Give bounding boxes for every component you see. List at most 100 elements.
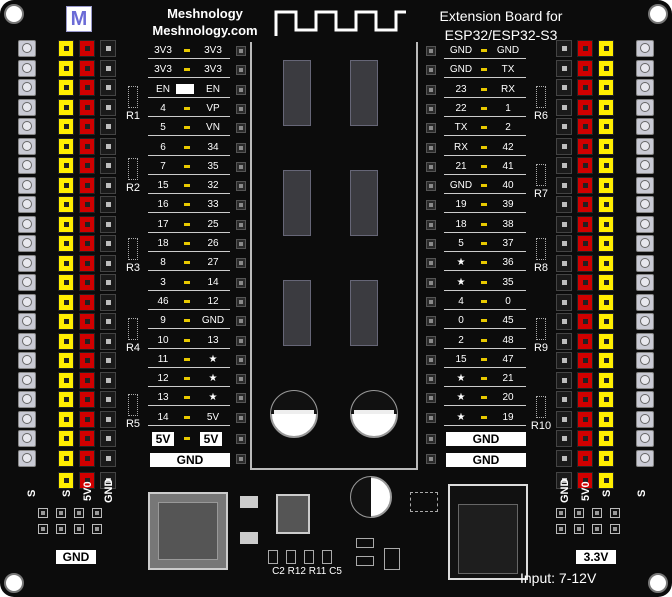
screw-terminal[interactable] — [636, 98, 654, 116]
header-pin-gnd[interactable] — [556, 352, 572, 369]
screw-terminal[interactable] — [636, 293, 654, 311]
header-pin-gnd[interactable] — [100, 449, 116, 467]
screw-terminal[interactable] — [636, 118, 654, 135]
header-pin-gnd[interactable] — [100, 391, 116, 408]
header-pin-vcc[interactable] — [79, 254, 95, 272]
header-pin-signal[interactable] — [58, 352, 74, 369]
screw-terminal[interactable] — [636, 352, 654, 369]
screw-terminal[interactable] — [636, 40, 654, 57]
header-pin-vcc[interactable] — [79, 98, 95, 116]
header-pin[interactable] — [574, 508, 584, 518]
header-pin-5v0[interactable] — [577, 472, 593, 489]
screw-terminal[interactable] — [636, 196, 654, 213]
header-pin-vcc[interactable] — [79, 118, 95, 135]
header-pin-signal[interactable] — [58, 176, 74, 194]
header-pin-s[interactable] — [58, 472, 74, 489]
header-pin[interactable] — [92, 508, 102, 518]
screw-terminal[interactable] — [636, 176, 654, 194]
screw-terminal[interactable] — [18, 137, 36, 155]
header-pin-vcc[interactable] — [577, 313, 593, 330]
header-pin-signal[interactable] — [598, 449, 614, 467]
header-pin-signal[interactable] — [58, 430, 74, 447]
header-pin-vcc[interactable] — [577, 430, 593, 447]
header-pin-gnd[interactable] — [556, 40, 572, 57]
header-pin-5v0[interactable] — [79, 472, 95, 489]
screw-terminal[interactable] — [636, 391, 654, 408]
screw-terminal[interactable] — [636, 215, 654, 233]
header-pin-vcc[interactable] — [79, 430, 95, 447]
header-pin[interactable] — [556, 508, 566, 518]
header-pin-vcc[interactable] — [577, 118, 593, 135]
header-pin-gnd[interactable] — [556, 118, 572, 135]
header-pin-signal[interactable] — [58, 449, 74, 467]
screw-terminal[interactable] — [636, 313, 654, 330]
header-pin-signal[interactable] — [58, 137, 74, 155]
header-pin-gnd[interactable] — [100, 332, 116, 350]
header-pin-signal[interactable] — [58, 59, 74, 77]
header-pin-vcc[interactable] — [79, 293, 95, 311]
header-pin-vcc[interactable] — [79, 352, 95, 369]
dc-power-jack[interactable] — [448, 484, 528, 580]
screw-terminal[interactable] — [18, 410, 36, 428]
header-pin-vcc[interactable] — [79, 59, 95, 77]
screw-terminal[interactable] — [636, 235, 654, 252]
screw-terminal[interactable] — [636, 430, 654, 447]
screw-terminal[interactable] — [636, 137, 654, 155]
header-pin-gnd[interactable] — [556, 176, 572, 194]
screw-terminal[interactable] — [18, 332, 36, 350]
screw-terminal[interactable] — [18, 196, 36, 213]
header-pin-signal[interactable] — [58, 40, 74, 57]
header-pin-vcc[interactable] — [577, 79, 593, 96]
header-pin-signal[interactable] — [598, 196, 614, 213]
header-pin-gnd[interactable] — [556, 332, 572, 350]
header-pin-gnd[interactable] — [100, 196, 116, 213]
header-pin-vcc[interactable] — [577, 196, 593, 213]
header-pin-gnd[interactable] — [556, 59, 572, 77]
header-pin-signal[interactable] — [598, 59, 614, 77]
header-pin-vcc[interactable] — [79, 274, 95, 291]
header-pin-signal[interactable] — [598, 137, 614, 155]
header-pin-signal[interactable] — [58, 371, 74, 389]
screw-terminal[interactable] — [636, 371, 654, 389]
screw-terminal[interactable] — [18, 235, 36, 252]
header-pin-vcc[interactable] — [79, 391, 95, 408]
header-pin-gnd[interactable] — [556, 430, 572, 447]
header-pin[interactable] — [610, 508, 620, 518]
header-pin-vcc[interactable] — [79, 137, 95, 155]
header-pin-vcc[interactable] — [79, 215, 95, 233]
header-pin-gnd[interactable] — [100, 371, 116, 389]
header-pin-gnd[interactable] — [100, 313, 116, 330]
header-pin-vcc[interactable] — [577, 254, 593, 272]
header-pin-gnd[interactable] — [100, 410, 116, 428]
screw-terminal[interactable] — [636, 157, 654, 174]
header-pin[interactable] — [556, 524, 566, 534]
header-pin-signal[interactable] — [598, 157, 614, 174]
header-pin-gnd[interactable] — [556, 391, 572, 408]
screw-terminal[interactable] — [18, 118, 36, 135]
header-pin-vcc[interactable] — [79, 79, 95, 96]
screw-terminal[interactable] — [18, 430, 36, 447]
header-pin-vcc[interactable] — [577, 176, 593, 194]
header-pin-gnd[interactable] — [100, 137, 116, 155]
screw-terminal[interactable] — [18, 449, 36, 467]
header-pin-gnd[interactable] — [556, 472, 572, 489]
screw-terminal[interactable] — [18, 98, 36, 116]
screw-terminal[interactable] — [18, 79, 36, 96]
header-pin-signal[interactable] — [598, 40, 614, 57]
header-pin-vcc[interactable] — [577, 410, 593, 428]
header-pin[interactable] — [592, 524, 602, 534]
screw-terminal[interactable] — [636, 59, 654, 77]
header-pin-vcc[interactable] — [79, 176, 95, 194]
header-pin[interactable] — [92, 524, 102, 534]
header-pin-gnd[interactable] — [100, 472, 116, 489]
header-pin-gnd[interactable] — [100, 40, 116, 57]
header-pin-vcc[interactable] — [577, 449, 593, 467]
header-pin-signal[interactable] — [58, 157, 74, 174]
header-pin-gnd[interactable] — [556, 274, 572, 291]
header-pin[interactable] — [56, 508, 66, 518]
header-pin-vcc[interactable] — [577, 137, 593, 155]
screw-terminal[interactable] — [18, 176, 36, 194]
header-pin-signal[interactable] — [58, 274, 74, 291]
header-pin-gnd[interactable] — [100, 235, 116, 252]
header-pin-signal[interactable] — [598, 313, 614, 330]
